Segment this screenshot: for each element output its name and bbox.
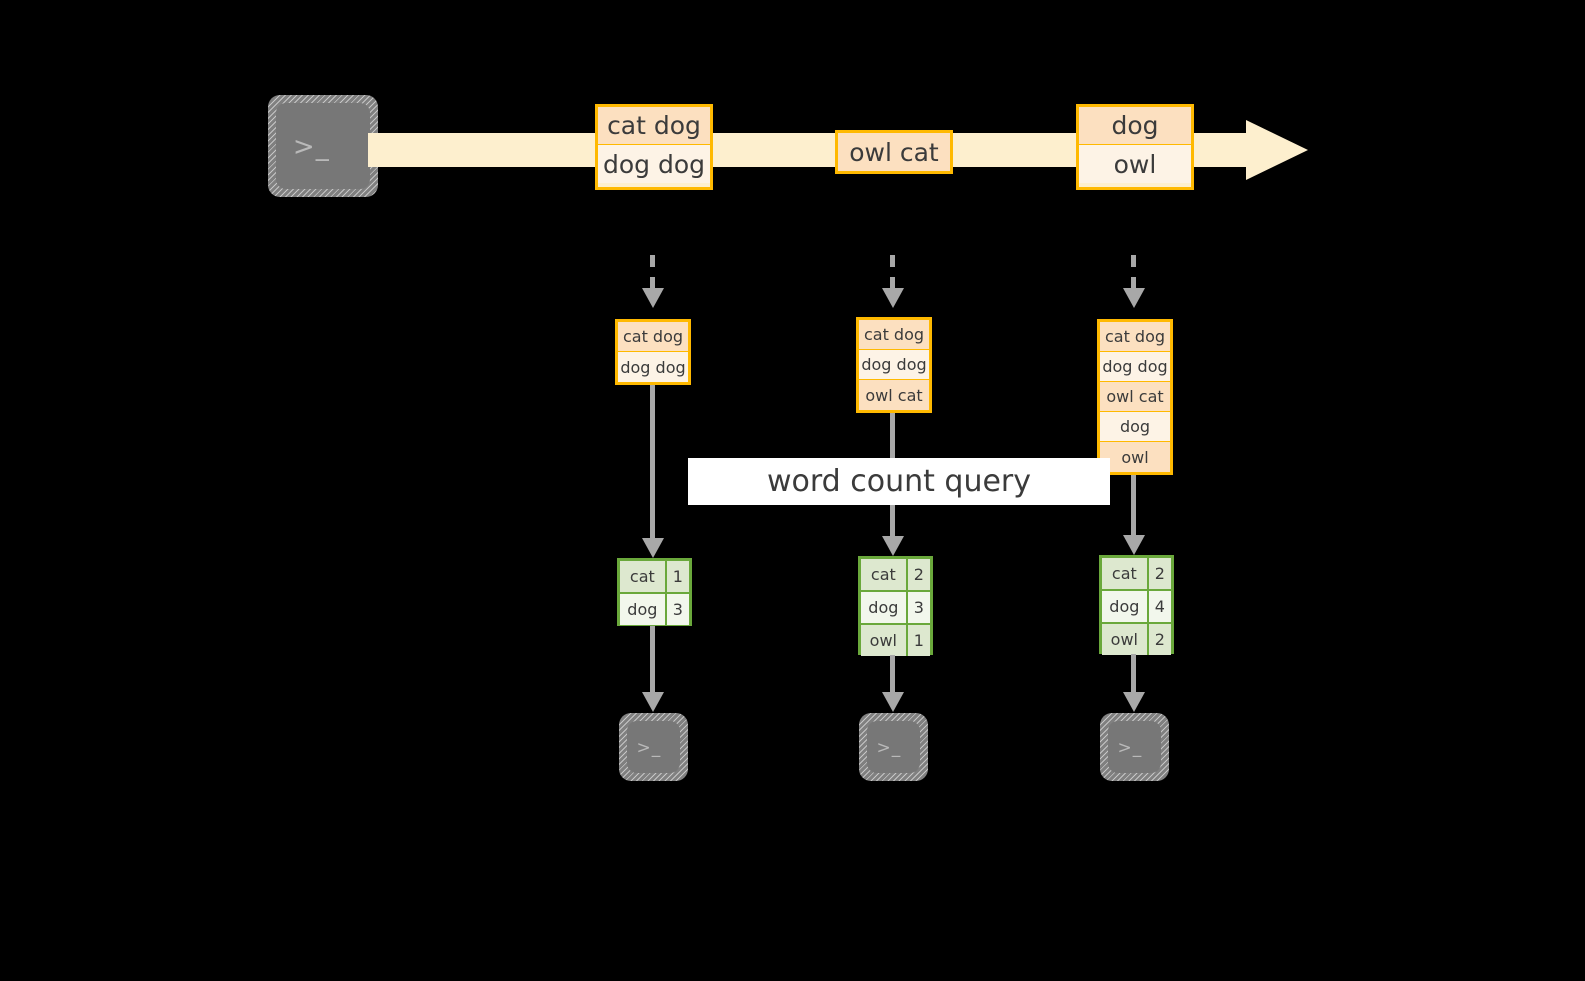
source-terminal-icon: >_ xyxy=(268,95,378,197)
stream-to-state-arrowhead xyxy=(642,288,664,308)
result-table: cat 1 dog 3 xyxy=(617,558,692,626)
result-value: 3 xyxy=(666,594,689,625)
state-line: owl xyxy=(1100,442,1170,472)
result-key: cat xyxy=(861,559,908,590)
stream-to-state-arrowhead xyxy=(882,288,904,308)
result-key: dog xyxy=(620,594,667,625)
result-to-sink-arrowhead xyxy=(1123,692,1145,712)
terminal-screen: >_ xyxy=(627,721,680,773)
state-to-result-arrowhead xyxy=(1123,535,1145,555)
state-box: cat dog dog dog owl cat dog owl xyxy=(1097,319,1173,475)
stream-record-line: dog dog xyxy=(598,145,710,183)
terminal-prompt-glyph: >_ xyxy=(292,132,330,162)
result-value: 4 xyxy=(1148,591,1171,622)
table-row: owl 1 xyxy=(861,625,930,656)
table-row: owl 2 xyxy=(1102,624,1171,655)
stream-record-line: dog xyxy=(1079,107,1191,145)
result-value: 1 xyxy=(907,625,930,656)
stream-to-state-connector xyxy=(890,255,895,293)
state-line: cat dog xyxy=(859,320,929,350)
stream-record: owl cat xyxy=(835,130,953,174)
state-to-result-arrowhead xyxy=(642,538,664,558)
stream-to-state-arrowhead xyxy=(1123,288,1145,308)
result-to-sink-arrowhead xyxy=(882,692,904,712)
state-line: dog dog xyxy=(1100,352,1170,382)
result-to-sink-connector xyxy=(1131,654,1136,695)
state-box: cat dog dog dog owl cat xyxy=(856,317,932,413)
result-key: cat xyxy=(1102,558,1149,589)
result-to-sink-arrowhead xyxy=(642,692,664,712)
result-key: owl xyxy=(1102,624,1149,655)
terminal-prompt-glyph: >_ xyxy=(1117,737,1143,758)
result-value: 2 xyxy=(907,559,930,590)
terminal-screen: >_ xyxy=(867,721,920,773)
stream-record: dog owl xyxy=(1076,104,1194,190)
state-line: dog dog xyxy=(618,352,688,382)
state-to-result-arrowhead xyxy=(882,536,904,556)
stream-to-state-connector xyxy=(650,255,655,293)
result-key: owl xyxy=(861,625,908,656)
result-key: cat xyxy=(620,561,667,592)
sink-terminal-icon: >_ xyxy=(859,713,928,781)
state-line: cat dog xyxy=(618,322,688,352)
stream-arrow-head xyxy=(1246,120,1308,180)
result-key: dog xyxy=(1102,591,1149,622)
result-value: 1 xyxy=(666,561,689,592)
state-line: dog xyxy=(1100,412,1170,442)
terminal-prompt-glyph: >_ xyxy=(636,737,662,758)
result-to-sink-connector xyxy=(890,655,895,695)
stream-record-line: owl cat xyxy=(838,133,950,171)
table-row: dog 3 xyxy=(620,594,689,625)
sink-terminal-icon: >_ xyxy=(619,713,688,781)
result-table: cat 2 dog 3 owl 1 xyxy=(858,556,933,656)
result-table: cat 2 dog 4 owl 2 xyxy=(1099,555,1174,655)
result-value: 2 xyxy=(1148,558,1171,589)
stream-record: cat dog dog dog xyxy=(595,104,713,190)
terminal-prompt-glyph: >_ xyxy=(876,737,902,758)
stream-to-state-connector xyxy=(1131,255,1136,293)
stream-record-line: cat dog xyxy=(598,107,710,145)
state-line: dog dog xyxy=(859,350,929,380)
state-line: owl cat xyxy=(1100,382,1170,412)
query-label: word count query xyxy=(688,458,1110,505)
state-line: owl cat xyxy=(859,380,929,410)
terminal-screen: >_ xyxy=(1108,721,1161,773)
table-row: cat 2 xyxy=(861,559,930,592)
result-key: dog xyxy=(861,592,908,623)
sink-terminal-icon: >_ xyxy=(1100,713,1169,781)
table-row: cat 1 xyxy=(620,561,689,594)
table-row: dog 3 xyxy=(861,592,930,625)
result-value: 3 xyxy=(907,592,930,623)
result-value: 2 xyxy=(1148,624,1171,655)
state-to-result-connector xyxy=(650,385,655,543)
terminal-screen: >_ xyxy=(276,103,370,189)
stream-record-line: owl xyxy=(1079,145,1191,183)
state-to-result-connector xyxy=(1131,475,1136,541)
table-row: dog 4 xyxy=(1102,591,1171,624)
state-box: cat dog dog dog xyxy=(615,319,691,385)
result-to-sink-connector xyxy=(650,626,655,695)
table-row: cat 2 xyxy=(1102,558,1171,591)
state-line: cat dog xyxy=(1100,322,1170,352)
